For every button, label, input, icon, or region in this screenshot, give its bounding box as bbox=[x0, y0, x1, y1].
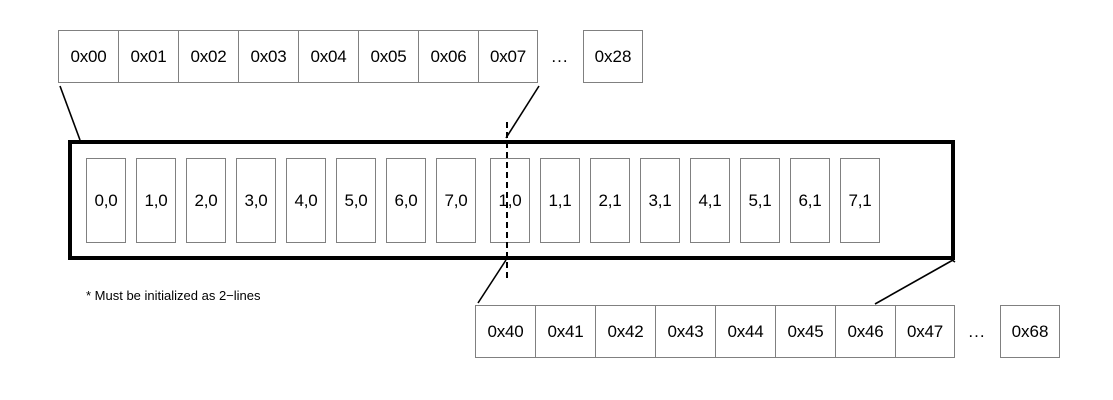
address-cell: 0x42 bbox=[595, 305, 655, 358]
top-address-row: 0x00 0x01 0x02 0x03 0x04 0x05 0x06 0x07 bbox=[58, 30, 538, 83]
top-row-last-address-cell: 0x28 bbox=[583, 30, 643, 83]
address-cell: 0x04 bbox=[298, 30, 358, 83]
word-cell: 2,1 bbox=[590, 157, 630, 243]
bottom-row-last-address-cell: 0x68 bbox=[1000, 305, 1060, 358]
connector-bottom-left bbox=[477, 259, 507, 304]
address-cell: 0x47 bbox=[895, 305, 955, 358]
top-row-ellipsis: ... bbox=[551, 46, 569, 66]
word-cell: 3,0 bbox=[236, 157, 276, 243]
address-cell: 0x40 bbox=[475, 305, 535, 358]
word-cell: 0,0 bbox=[86, 157, 126, 243]
address-cell: 0x44 bbox=[715, 305, 775, 358]
connector-bottom-right-stub bbox=[951, 259, 956, 263]
connector-bar-to-bottom-right bbox=[874, 259, 954, 305]
address-cell: 0x03 bbox=[238, 30, 298, 83]
word-cell: 6,1 bbox=[790, 157, 830, 243]
address-cell: 0x00 bbox=[58, 30, 118, 83]
address-cell: 0x45 bbox=[775, 305, 835, 358]
cache-buffer: 0,0 1,0 2,0 3,0 4,0 5,0 6,0 7,0 1,0 1,1 … bbox=[68, 140, 955, 260]
word-cell: 4,1 bbox=[690, 157, 730, 243]
word-cell: 4,0 bbox=[286, 157, 326, 243]
word-cell: 7,1 bbox=[840, 157, 880, 243]
word-cell: 1,0 bbox=[490, 157, 530, 243]
bottom-address-row: 0x40 0x41 0x42 0x43 0x44 0x45 0x46 0x47 bbox=[475, 305, 955, 358]
word-cell: 6,0 bbox=[386, 157, 426, 243]
address-cell: 0x43 bbox=[655, 305, 715, 358]
address-cell: 0x41 bbox=[535, 305, 595, 358]
initialization-note: * Must be initialized as 2−lines bbox=[86, 288, 261, 303]
word-cell: 3,1 bbox=[640, 157, 680, 243]
connector-top-right bbox=[505, 85, 540, 139]
word-cell: 5,0 bbox=[336, 157, 376, 243]
word-cell: 5,1 bbox=[740, 157, 780, 243]
bottom-row-ellipsis: ... bbox=[968, 321, 986, 341]
address-cell: 0x46 bbox=[835, 305, 895, 358]
connector-top-left bbox=[59, 85, 81, 141]
cache-buffer-cells: 0,0 1,0 2,0 3,0 4,0 5,0 6,0 7,0 1,0 1,1 … bbox=[72, 144, 951, 256]
line-split-divider bbox=[506, 122, 508, 278]
address-cell: 0x06 bbox=[418, 30, 478, 83]
address-cell: 0x07 bbox=[478, 30, 538, 83]
address-cell: 0x05 bbox=[358, 30, 418, 83]
word-cell: 1,0 bbox=[136, 157, 176, 243]
word-cell: 1,1 bbox=[540, 157, 580, 243]
address-cell: 0x01 bbox=[118, 30, 178, 83]
address-cell: 0x02 bbox=[178, 30, 238, 83]
word-cell: 7,0 bbox=[436, 157, 476, 243]
word-cell: 2,0 bbox=[186, 157, 226, 243]
